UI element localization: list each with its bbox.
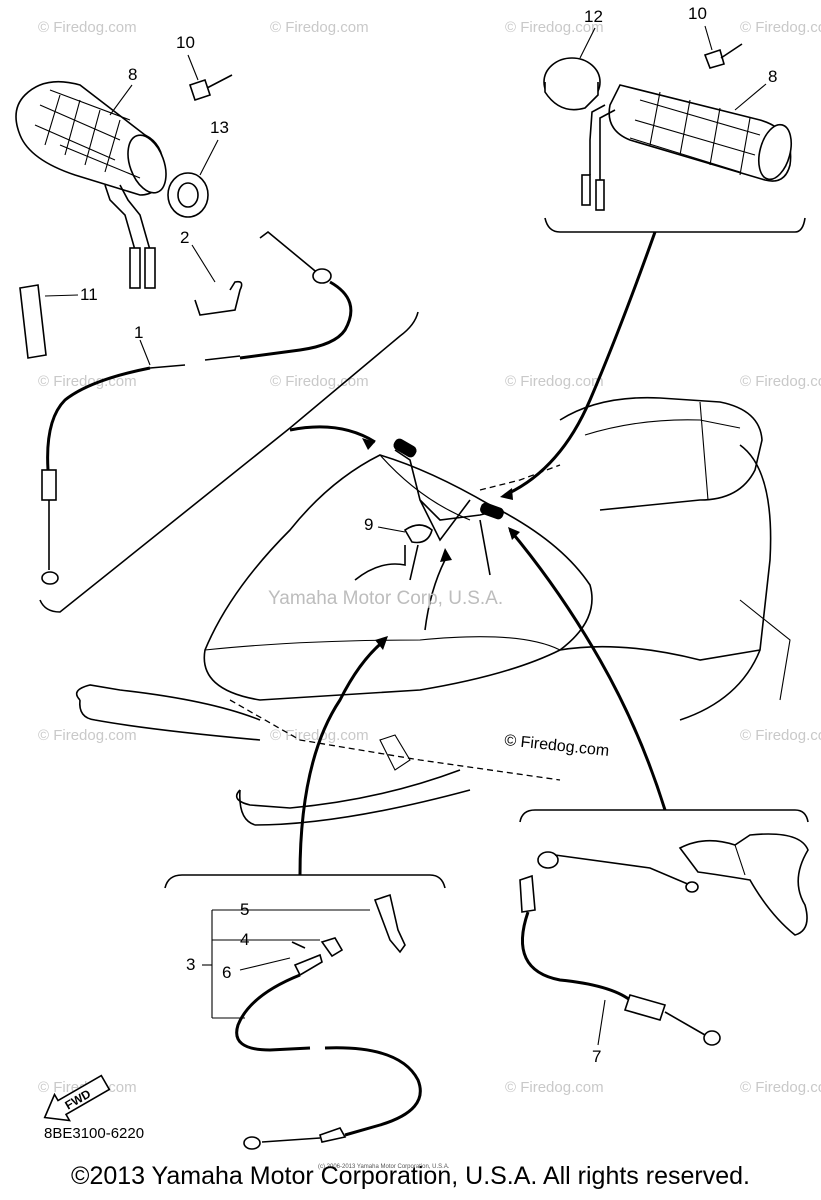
- callout-9: 9: [364, 515, 373, 534]
- watermark: © Firedog.com: [505, 373, 604, 390]
- watermark: © Firedog.com: [740, 19, 821, 36]
- watermark: © Firedog.com: [740, 373, 821, 390]
- detail-bottom-left: 5 4 3 6: [164, 636, 446, 1150]
- firedog-label: © Firedog.com: [504, 732, 610, 760]
- watermark: © Firedog.com: [270, 727, 369, 744]
- callout-5: 5: [240, 900, 249, 919]
- callout-3: 3: [186, 955, 195, 974]
- hood-arrows: 9: [354, 515, 452, 631]
- watermark: © Firedog.com: [270, 373, 369, 390]
- detail-top-right: 12 10 8: [500, 4, 806, 500]
- callout-8-left: 8: [128, 65, 137, 84]
- watermark: © Firedog.com: [505, 19, 604, 36]
- part-number: 8BE3100-6220: [44, 1125, 144, 1142]
- callout-10-right: 10: [688, 4, 707, 23]
- tiny-notice: (c) 2006-2013 Yamaha Motor Corporation, …: [318, 1164, 450, 1170]
- callout-1: 1: [134, 323, 143, 342]
- callout-7: 7: [592, 1047, 601, 1066]
- watermark-layer: © Firedog.com © Firedog.com © Firedog.co…: [38, 19, 821, 1096]
- callout-11: 11: [80, 285, 98, 304]
- callout-13: 13: [210, 118, 229, 137]
- callout-6: 6: [222, 963, 231, 982]
- callout-8-right: 8: [768, 67, 777, 86]
- watermark: © Firedog.com: [38, 19, 137, 36]
- watermark: © Firedog.com: [740, 727, 821, 744]
- callout-10-left: 10: [176, 33, 195, 52]
- snowmobile-outline: [75, 396, 791, 826]
- watermark: © Firedog.com: [270, 19, 369, 36]
- copyright-footer: ©2013 Yamaha Motor Corporation, U.S.A. A…: [71, 1162, 750, 1190]
- watermark: © Firedog.com: [505, 1079, 604, 1096]
- callout-4: 4: [240, 930, 249, 949]
- callout-2: 2: [180, 228, 189, 247]
- detail-bottom-right: 7: [508, 527, 809, 1066]
- callout-12: 12: [584, 7, 603, 26]
- watermark: © Firedog.com: [740, 1079, 821, 1096]
- watermark: © Firedog.com: [38, 727, 137, 744]
- detail-top-left: 8 10 13 2 11 1: [15, 33, 419, 613]
- center-watermark: Yamaha Motor Corp, U.S.A.: [268, 588, 503, 609]
